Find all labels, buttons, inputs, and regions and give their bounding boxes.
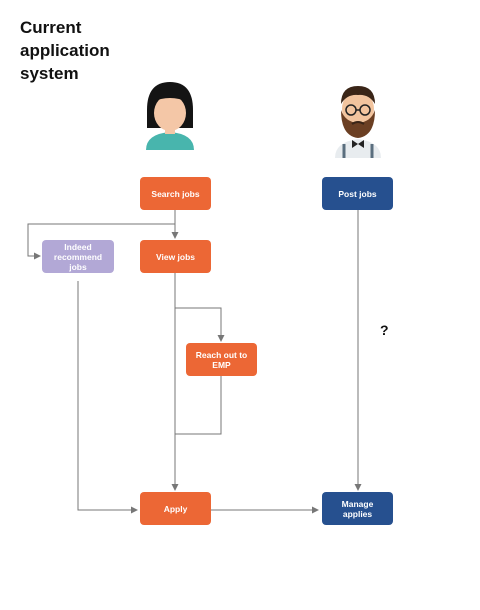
edge-indeed-to-apply (77, 281, 138, 514)
apply-node: Apply (140, 492, 211, 525)
indeed-recommend-node: Indeed recommend jobs (42, 240, 114, 273)
question-mark-annotation: ? (380, 322, 389, 338)
view-jobs-node: View jobs (140, 240, 211, 273)
edge-reachout-return (175, 376, 222, 435)
diagram-title: Current application system (20, 18, 110, 83)
reach-out-node: Reach out to EMP (186, 343, 257, 376)
post-jobs-node: Post jobs (322, 177, 393, 210)
bearded-man-avatar-icon (335, 86, 381, 158)
search-jobs-node: Search jobs (140, 177, 211, 210)
edge-view-to-reachout (175, 307, 225, 342)
woman-avatar-icon (146, 82, 194, 150)
edge-search-to-indeed (27, 223, 175, 260)
manage-applies-node: Manage applies (322, 492, 393, 525)
